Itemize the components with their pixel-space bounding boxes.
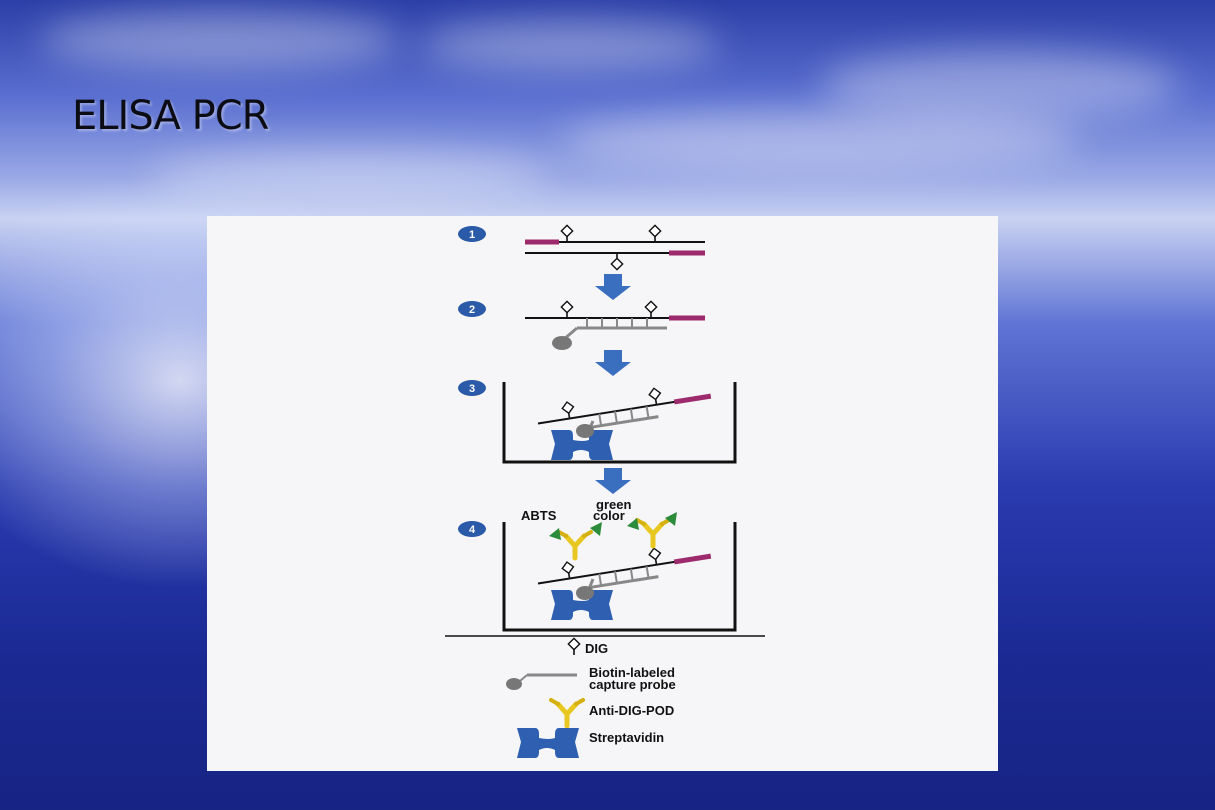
legend-streptavidin: Streptavidin: [517, 728, 664, 758]
step-badge-3: 3: [458, 380, 486, 396]
step1-pcr-product: [525, 224, 705, 271]
streptavidin-icon: [517, 728, 579, 758]
arrow-3-to-4: [595, 468, 631, 494]
svg-text:Streptavidin: Streptavidin: [589, 730, 664, 745]
step-number: 1: [469, 229, 475, 241]
elisa-pcr-diagram: 1 2 3 4: [207, 216, 998, 771]
dig-marker-icon: [567, 637, 581, 656]
step-number: 4: [469, 524, 476, 536]
anti-dig-pod-icon: [551, 700, 583, 726]
svg-text:DIG: DIG: [585, 641, 608, 656]
legend-anti-dig-pod: Anti-DIG-POD: [551, 700, 674, 726]
arrow-1-to-2: [595, 274, 631, 300]
step3-capture-well: [502, 382, 737, 464]
slide-title: ELISA PCR: [72, 93, 269, 139]
svg-text:Anti-DIG-POD: Anti-DIG-POD: [589, 703, 674, 718]
step2-hybridization: [525, 300, 705, 350]
step-badge-1: 1: [458, 226, 486, 242]
step-number: 2: [469, 304, 475, 316]
abts-label: ABTS: [521, 508, 557, 523]
legend-dig: DIG: [567, 637, 608, 656]
step-badge-2: 2: [458, 301, 486, 317]
step-badge-4: 4: [458, 521, 486, 537]
biotin-probe-icon: [506, 673, 577, 690]
step-number: 3: [469, 383, 475, 395]
step4-detection-well: [502, 512, 737, 632]
arrow-2-to-3: [595, 350, 631, 376]
